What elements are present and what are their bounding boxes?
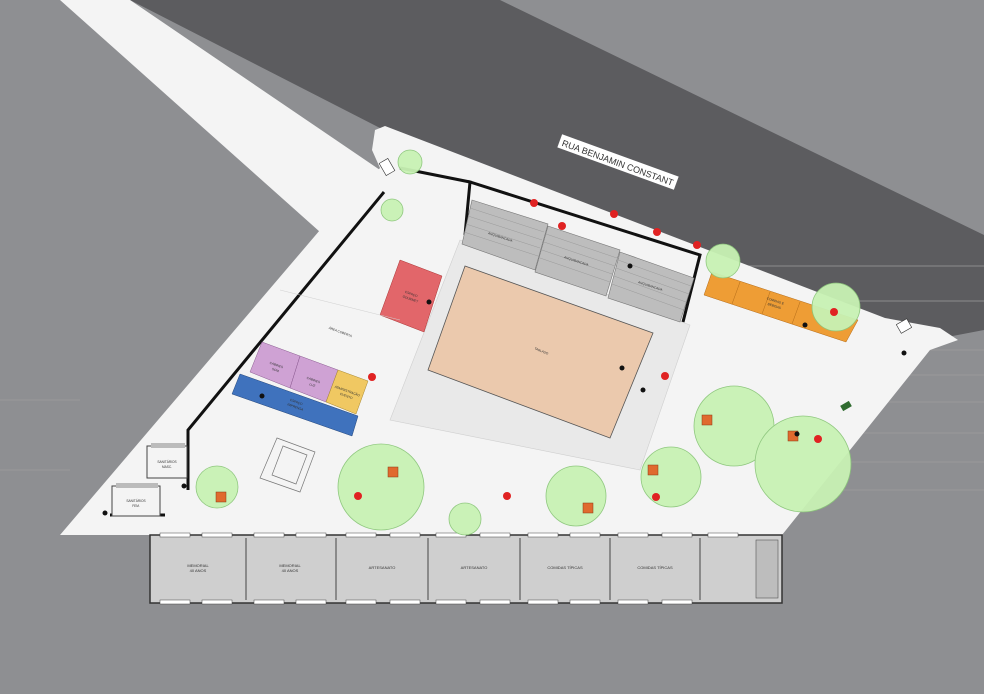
red-zone [379,259,443,333]
tree-icon [195,465,239,509]
room-3-label: ARTESANATO [369,565,396,570]
blue-zone-label-1: ESPAÇO [290,398,304,406]
restroom-lower: SANITÁRIOS FEM. [111,483,161,517]
extinguisher-icon [368,373,376,381]
room-1-label-2: 40 ANOS [190,568,207,573]
perimeter-fence [186,191,386,490]
bleacher-1-label: ARQUIBANCADA [488,231,514,243]
bleacher-2 [534,225,621,297]
blue-zone-label-2: IMPRENSA [287,402,305,412]
red-zone-label-2: GOURMET [402,294,419,303]
red-markers [354,199,838,501]
trees [195,149,861,536]
black-markers [102,263,907,516]
yellow-zone-label-2: EVENTO [340,392,354,400]
tree-icon [754,415,852,513]
purple-zone-1-label-1: CABINES [269,361,284,370]
room-6-label: COMIDAS TÍPICAS [637,565,673,570]
restroom-upper: SANITÁRIOS MASC. [146,443,188,479]
tree-icon [545,465,607,527]
bleachers: ARQUIBANCADA ARQUIBANCADA ARQUIBANCADA [461,199,695,323]
orange-markers [215,414,799,514]
street-road [130,0,984,338]
room-5-label: COMIDAS TÍPICAS [547,565,583,570]
red-zone-label-1: ESPAÇO [405,290,419,298]
exit-icon [840,400,852,412]
bleacher-3 [607,251,695,323]
extinguisher-icon [814,435,822,443]
room-2-label-2: 40 ANOS [282,568,299,573]
extinguisher-icon [558,222,566,230]
extinguisher-icon [653,228,661,236]
stage-label: TABLADO [534,346,550,355]
restroom-upper-label-1: SANITÁRIOS [157,460,176,464]
tree-icon [705,243,741,279]
orange-booths-label-2: BEBIDAS [767,302,781,310]
orange-marker-icon [387,466,399,478]
room-1-label-1: MEMORIAL [187,563,209,568]
monument-outline [259,437,316,493]
extinguisher-icon [693,241,701,249]
orange-marker-icon [582,502,594,514]
purple-zone-2-label-1: CABINES [306,376,321,385]
bleacher-3-label: ARQUIBANCADA [638,280,664,292]
extinguisher-icon [503,492,511,500]
extinguisher-icon [610,210,618,218]
blue-zone [231,373,359,437]
stage-area [427,265,654,439]
extinguisher-icon [530,199,538,207]
street-fence [399,166,702,323]
extinguisher-icon [652,493,660,501]
tree-icon [811,282,861,332]
extinguisher-icon [661,372,669,380]
extinguisher-icon [354,492,362,500]
orange-marker-icon [647,464,659,476]
tree-icon [380,198,404,222]
orange-marker-icon [215,491,227,503]
pedestrian-wedge [60,0,380,232]
room-4-label: ARTESANATO [461,565,488,570]
restroom-upper-label-2: MASC. [162,465,172,469]
purple-zone-2-label-2: LUZ [309,382,316,388]
purple-zone-1-label-2: SOM [271,367,280,373]
bottom-building: MEMORIAL 40 ANOS MEMORIAL 40 ANOS ARTESA… [149,532,783,605]
extinguisher-icon [830,308,838,316]
yellow-zone [325,369,369,415]
tree-icon [337,443,425,531]
restroom-lower-label-1: SANITÁRIOS [126,499,145,503]
restroom-lower-label-2: FEM. [132,504,140,508]
exit-icons [378,158,913,412]
bleacher-2-label: ARQUIBANCADA [564,255,590,267]
tree-icon [397,149,423,175]
exit-icon [895,318,913,334]
orange-booths-label-1: COMIDAS E [766,296,784,305]
room-2-label-1: MEMORIAL [279,563,301,568]
tree-icon [640,446,702,508]
tree-icon [448,502,482,536]
exit-icon [378,158,396,176]
orange-marker-icon [701,414,713,426]
